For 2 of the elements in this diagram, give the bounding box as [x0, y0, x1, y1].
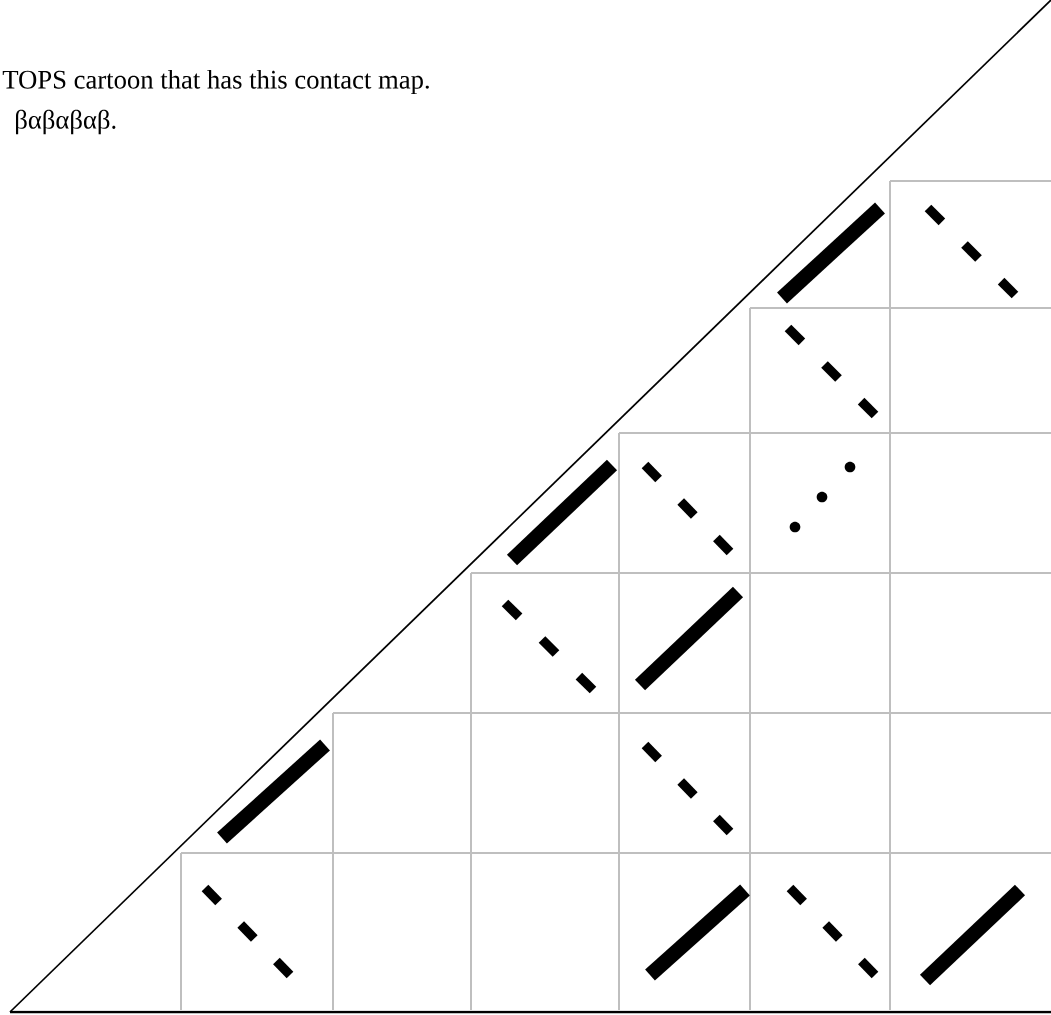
caption-line: βαβαβαβ. [16, 109, 116, 135]
caption-line: TOPS cartoon that has this contact map. [2, 69, 429, 95]
